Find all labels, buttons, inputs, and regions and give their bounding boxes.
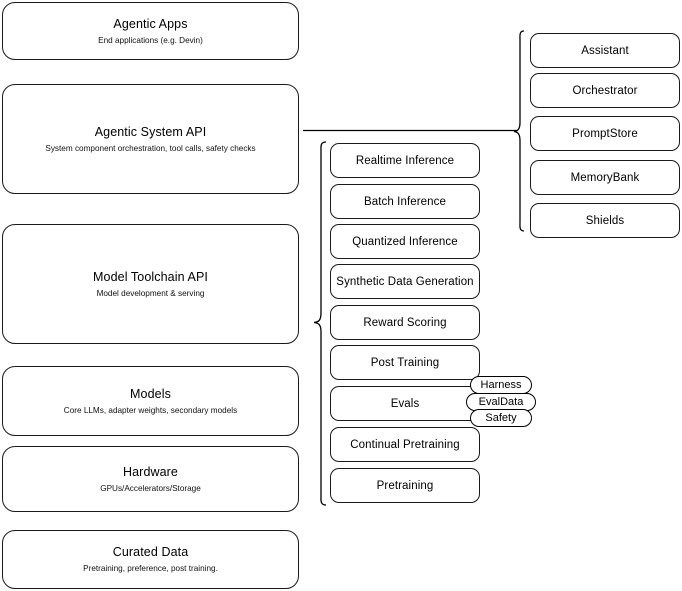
toolchain-capabilities-brace bbox=[313, 141, 327, 506]
badge-label: Harness bbox=[480, 379, 522, 391]
system-components-brace bbox=[513, 30, 525, 232]
component-promptstore[interactable]: PromptStore bbox=[530, 116, 680, 151]
capability-label: Evals bbox=[390, 397, 420, 410]
layer-title: Agentic Apps bbox=[113, 16, 188, 31]
layer-title: Model Toolchain API bbox=[93, 269, 208, 284]
component-label: MemoryBank bbox=[570, 171, 640, 184]
layer-subtitle: System component orchestration, tool cal… bbox=[45, 143, 256, 153]
component-label: Orchestrator bbox=[572, 84, 638, 97]
badge-safety[interactable]: Safety bbox=[470, 409, 532, 427]
badge-harness[interactable]: Harness bbox=[470, 376, 532, 394]
layer-model-toolchain-api[interactable]: Model Toolchain API Model development & … bbox=[2, 224, 299, 344]
badge-label: Safety bbox=[485, 412, 517, 424]
component-shields[interactable]: Shields bbox=[530, 203, 680, 238]
component-orchestrator[interactable]: Orchestrator bbox=[530, 73, 680, 108]
capability-label: Realtime Inference bbox=[355, 154, 455, 167]
capability-label: Synthetic Data Generation bbox=[336, 275, 474, 288]
capability-label: Reward Scoring bbox=[363, 316, 447, 329]
capability-batch-inference[interactable]: Batch Inference bbox=[330, 184, 480, 219]
component-label: Shields bbox=[585, 214, 625, 227]
layer-subtitle: GPUs/Accelerators/Storage bbox=[100, 483, 201, 493]
capability-reward-scoring[interactable]: Reward Scoring bbox=[330, 305, 480, 340]
layer-subtitle: Model development & serving bbox=[96, 288, 205, 298]
capability-label: Post Training bbox=[370, 356, 440, 369]
layer-title: Hardware bbox=[123, 464, 178, 479]
layer-subtitle: Pretraining, preference, post training. bbox=[83, 564, 218, 573]
capability-realtime-inference[interactable]: Realtime Inference bbox=[330, 143, 480, 178]
capability-pretraining[interactable]: Pretraining bbox=[330, 468, 480, 503]
capability-continual-pretraining[interactable]: Continual Pretraining bbox=[330, 427, 480, 462]
capability-label: Quantized Inference bbox=[352, 235, 458, 248]
layer-agentic-system-api[interactable]: Agentic System API System component orch… bbox=[2, 84, 299, 194]
layer-agentic-apps[interactable]: Agentic Apps End applications (e.g. Devi… bbox=[2, 2, 299, 60]
component-memorybank[interactable]: MemoryBank bbox=[530, 160, 680, 195]
badge-label: EvalData bbox=[478, 396, 524, 408]
layer-title: Models bbox=[130, 386, 171, 401]
layer-subtitle: End applications (e.g. Devin) bbox=[98, 35, 203, 45]
layer-curated-data[interactable]: Curated Data Pretraining, preference, po… bbox=[2, 530, 299, 589]
capability-post-training[interactable]: Post Training bbox=[330, 345, 480, 380]
layer-hardware[interactable]: Hardware GPUs/Accelerators/Storage bbox=[2, 446, 299, 512]
layer-title: Curated Data bbox=[112, 545, 189, 559]
capability-label: Pretraining bbox=[376, 479, 434, 492]
layer-models[interactable]: Models Core LLMs, adapter weights, secon… bbox=[2, 366, 299, 436]
component-assistant[interactable]: Assistant bbox=[530, 33, 680, 68]
capability-label: Continual Pretraining bbox=[350, 438, 460, 451]
capability-quantized-inference[interactable]: Quantized Inference bbox=[330, 224, 480, 259]
capability-label: Batch Inference bbox=[363, 195, 447, 208]
layer-title: Agentic System API bbox=[94, 124, 207, 139]
component-label: Assistant bbox=[581, 44, 629, 57]
layer-subtitle: Core LLMs, adapter weights, secondary mo… bbox=[63, 405, 238, 415]
capability-evals[interactable]: Evals bbox=[330, 386, 480, 421]
component-label: PromptStore bbox=[572, 127, 638, 140]
capability-synthetic-data-generation[interactable]: Synthetic Data Generation bbox=[330, 264, 480, 299]
